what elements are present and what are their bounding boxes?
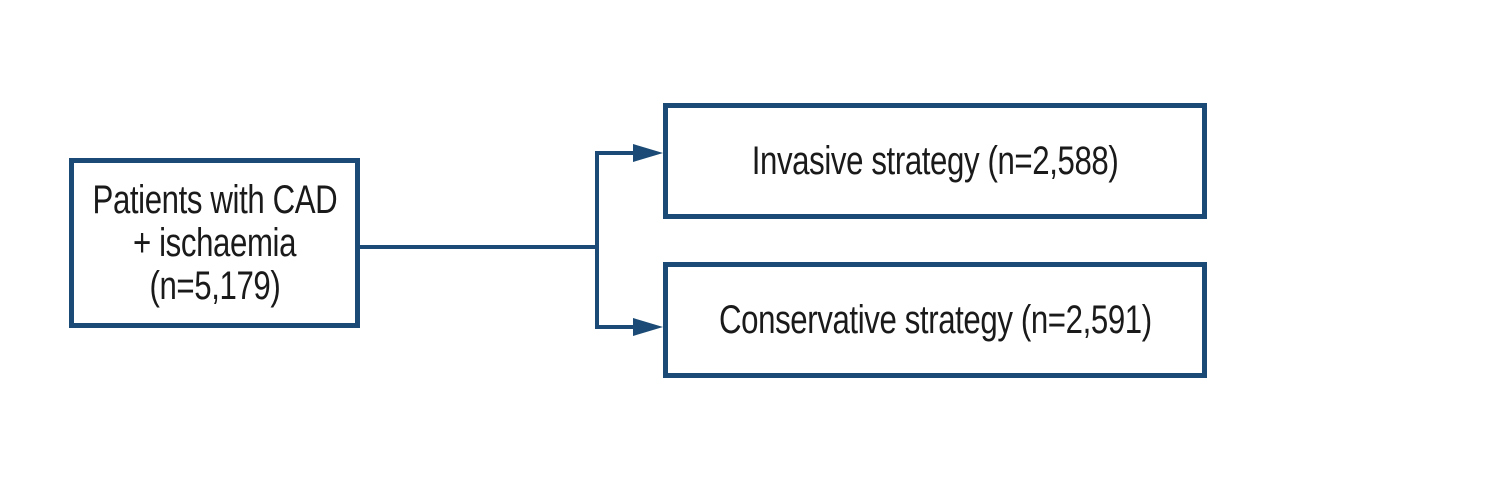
root-node-line-3: (n=5,179)	[149, 263, 280, 308]
root-node-line-1: Patients with CAD	[92, 177, 337, 222]
arrowhead-top-icon	[633, 144, 663, 162]
root-node-patients: Patients with CAD + ischaemia (n=5,179)	[69, 158, 360, 328]
connector-main-horizontal	[357, 245, 599, 249]
connector-branch-bottom	[595, 325, 635, 329]
branch-node-invasive: Invasive strategy (n=2,588)	[663, 103, 1207, 219]
connector-branch-top	[595, 151, 635, 155]
branch-node-conservative: Conservative strategy (n=2,591)	[663, 262, 1207, 378]
arrowhead-bottom-icon	[633, 318, 663, 336]
connector-branch-vertical	[595, 151, 599, 329]
branch-conservative-label: Conservative strategy (n=2,591)	[718, 297, 1152, 342]
branch-invasive-label: Invasive strategy (n=2,588)	[751, 138, 1119, 183]
root-node-line-2: + ischaemia	[132, 220, 297, 265]
